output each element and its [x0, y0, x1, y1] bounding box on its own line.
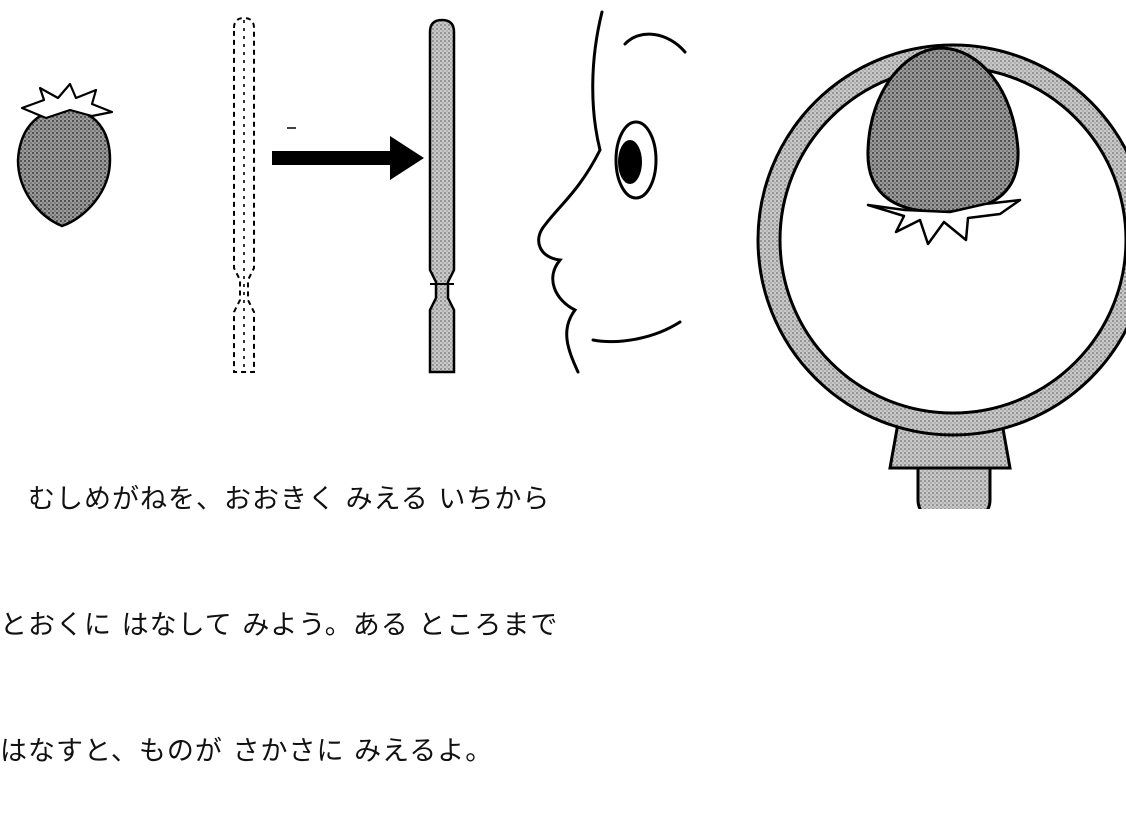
- illustration-scene: [16, 10, 1126, 509]
- solid-magnifier-handle: [428, 18, 456, 374]
- magnifying-glass-icon: [756, 43, 1126, 509]
- instruction-line-3: はなすと、ものが さかさに みえるよ。: [0, 736, 494, 767]
- instruction-text: むしめがねを、おおきく みえる いちから とおくに はなして みよう。ある とこ…: [0, 395, 740, 815]
- instruction-line-1: むしめがねを、おおきく みえる いちから: [0, 484, 551, 515]
- face-profile-icon: [537, 10, 687, 374]
- inverted-strawberry-icon: [866, 46, 1022, 246]
- dashed-magnifier-handle: [233, 16, 255, 373]
- arrow-right-icon: [272, 127, 424, 180]
- strawberry-icon: [16, 82, 114, 228]
- instruction-line-2: とおくに はなして みよう。ある ところまで: [0, 610, 559, 641]
